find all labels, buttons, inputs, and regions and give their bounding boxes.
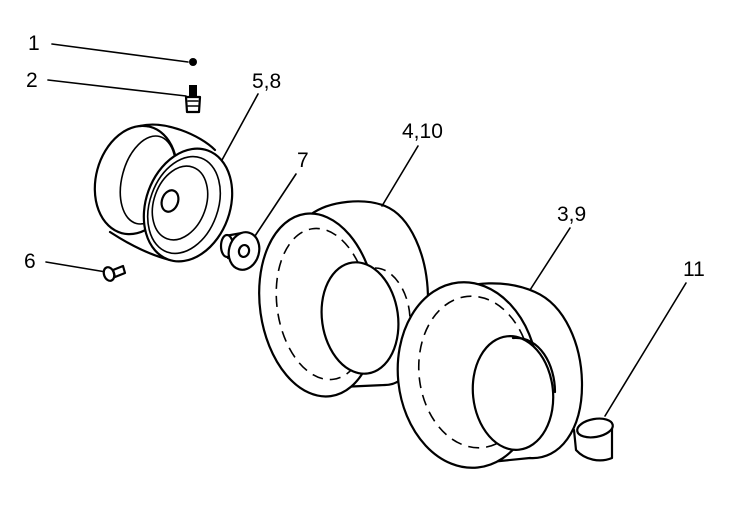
- callout-7: 7: [297, 149, 309, 172]
- callout-3-9: 3,9: [557, 203, 586, 226]
- valve-cap-part: [189, 58, 197, 66]
- grease-fitting-part: [102, 264, 127, 282]
- leader-5-8: [221, 93, 259, 161]
- leader-1: [51, 43, 189, 63]
- leader-4-10: [381, 145, 419, 207]
- valve-stem-part: [184, 85, 202, 114]
- leader-6: [45, 261, 107, 273]
- leader-11: [604, 282, 687, 417]
- callout-5-8: 5,8: [252, 70, 281, 93]
- leader-3-9: [529, 227, 571, 291]
- bushing-washer-part: [219, 231, 261, 271]
- callout-1: 1: [28, 32, 40, 55]
- hub-cap-part: [572, 417, 614, 462]
- leader-lines: [45, 43, 687, 417]
- callout-2: 2: [26, 69, 38, 92]
- callout-6: 6: [24, 250, 36, 273]
- leader-2: [47, 79, 187, 97]
- callout-4-10: 4,10: [402, 120, 443, 143]
- leader-7: [254, 173, 297, 237]
- wheel-rim-part: [93, 123, 234, 263]
- callout-11: 11: [683, 258, 705, 281]
- tire-part-2: [396, 281, 584, 469]
